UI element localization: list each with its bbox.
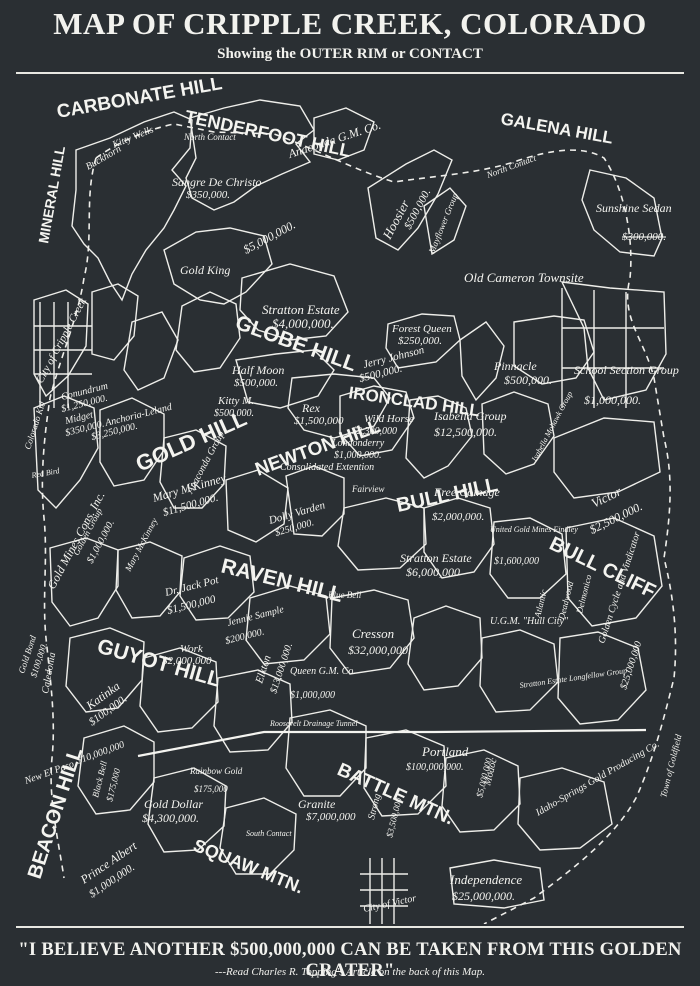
north-contact-label-2: North Contact xyxy=(484,153,537,181)
claim-elkton: Elkton xyxy=(253,653,274,685)
claim-independence: Independence xyxy=(449,872,522,887)
south-contact-label: South Contact xyxy=(246,829,292,838)
claim-buckhorn: Buckhorn xyxy=(84,144,123,173)
claim-victor: Victor xyxy=(589,483,625,511)
hill-raven: RAVEN HILL xyxy=(219,555,345,607)
claim-queen-gm: Queen G.M. Co. xyxy=(290,666,356,677)
claim-stratton-estate-2-value: $6,000,000 xyxy=(406,565,460,579)
claim-wild-horse: Wild Horse xyxy=(364,413,414,425)
claim-isabella-value: $12,500,000. xyxy=(434,425,497,439)
claim-gold-dollar: Gold Dollar xyxy=(144,797,203,811)
claim-sangre-value: $350,000. xyxy=(186,189,230,201)
contact-rim xyxy=(41,123,677,924)
claim-kitty-m-value: $500,000. xyxy=(214,408,254,419)
claim-united-gold-value: $1,600,000 xyxy=(494,556,539,567)
claim-work-value: $2,000,000 xyxy=(162,655,212,667)
drainage-tunnel-line xyxy=(137,728,647,758)
footer-note: ---Read Charles R. Topping's Article on … xyxy=(215,966,485,978)
claim-fairview: Fairview xyxy=(351,484,385,494)
claim-sunshine: Sunshine Sedan xyxy=(596,201,672,215)
claim-forest-queen: Forest Queen xyxy=(391,323,452,335)
claim-portland: Portland xyxy=(421,744,469,759)
red-bird-label: Red Bird xyxy=(30,466,61,480)
claim-kitty-m: Kitty M. xyxy=(217,395,254,407)
claim-idaho-springs: Idaho-Springs Gold Producing Co. xyxy=(533,739,661,819)
map-header: MAP OF CRIPPLE CREEK, COLORADO Showing t… xyxy=(0,0,700,74)
claim-stratton-estate-2: Stratton Estate xyxy=(400,551,472,565)
claim-strong: Strong xyxy=(366,793,383,821)
map-title: MAP OF CRIPPLE CREEK, COLORADO xyxy=(53,6,647,41)
claim-granite: Granite xyxy=(298,797,336,811)
claim-londonderry-value: $1,000,000. xyxy=(334,450,382,461)
claim-sunshine-value: $300,000. xyxy=(622,231,666,243)
claim-pinnacle: Pinnacle xyxy=(493,359,537,373)
claim-gold-king: Gold King xyxy=(180,263,230,277)
claim-sangre: Sangre De Christo xyxy=(172,175,262,189)
claim-rainbow-gold: Rainbow Gold xyxy=(189,766,243,776)
claim-free-coinage-value: $2,000,000. xyxy=(432,511,484,523)
claim-cresson: Cresson xyxy=(352,626,394,641)
claim-jennie-sample: Jennie Sample xyxy=(226,604,286,629)
claim-cresson-value: $32,000,000. xyxy=(348,643,411,657)
claim-united-gold: United Gold Mines Findley xyxy=(490,525,578,534)
footer-rule xyxy=(16,926,684,928)
claim-delmonico: Delmonico xyxy=(574,573,594,615)
claim-portland-value: $100,000,000. xyxy=(406,762,464,773)
claim-school-section: School Section Group xyxy=(574,363,679,377)
claim-rainbow-gold-value: $175,000 xyxy=(194,784,228,794)
claims-map: CARBONATE HILL MINERAL HILL TENDERFOOT H… xyxy=(16,78,684,924)
claim-queen-gm-value: $1,000,000 xyxy=(290,690,335,701)
claim-ugm-hull-city: U.G.M. "Hull City" xyxy=(490,616,569,627)
hill-squaw-mtn: SQUAW MTN. xyxy=(191,835,307,897)
claim-labels: Kitty Wells Buckhorn Sangre De Christo $… xyxy=(16,118,678,903)
claim-granite-value: $7,000,000 xyxy=(306,811,356,823)
claim-wild-horse-value: $2,300,000 xyxy=(352,426,397,437)
claim-independence-value: $25,000,000. xyxy=(452,889,515,903)
claim-boundaries xyxy=(33,99,667,924)
claim-black-bell-value: $175,000 xyxy=(104,767,122,803)
claim-school-section-value: $1,000,000. xyxy=(584,393,641,407)
claim-strong-value: $3,500,000 xyxy=(384,796,404,838)
map-subtitle: Showing the OUTER RIM or CONTACT xyxy=(217,46,483,62)
claim-consolidated-extention: Consolidated Extention xyxy=(280,462,374,473)
big-value: $5,000,000. xyxy=(241,218,298,257)
claim-londonderry: Londonderry xyxy=(331,438,385,449)
claim-stratton-longfellow: Stratton Estate Longfellow Group xyxy=(519,666,628,690)
claim-rex-value: $1,500,000 xyxy=(294,415,344,427)
claim-deadwood: Deadwood xyxy=(556,580,576,622)
claim-atlantic: Atlantic xyxy=(532,588,549,619)
footer-quote: "I BELIEVE ANOTHER $500,000,000 CAN BE T… xyxy=(18,940,682,981)
claim-free-coinage: Free Coinage xyxy=(433,485,501,499)
claim-work: Work xyxy=(180,643,204,655)
city-cripple-creek-label: City of Cripple Creek xyxy=(34,295,90,385)
claim-blue-bell: Blue Bell xyxy=(328,590,362,600)
claim-half-moon-value: $500,000. xyxy=(234,377,278,389)
old-cameron-label: Old Cameron Townsite xyxy=(464,270,584,285)
claim-pinnacle-value: $500,000. xyxy=(504,373,552,387)
claim-forest-queen-value: $250,000. xyxy=(398,335,442,347)
hill-mineral: MINERAL HILL xyxy=(35,144,68,244)
claim-jennie-sample-value: $200,000. xyxy=(224,627,265,647)
claim-stratton-estate-1: Stratton Estate xyxy=(262,302,340,317)
claim-golden-cycle-value: $25,000,000 xyxy=(618,640,644,691)
tunnel-label: Roosevelt Drainage Tunnel xyxy=(269,719,358,728)
claim-stratton-estate-1-value: $4,000,000. xyxy=(272,316,334,331)
claim-gold-dollar-value: $4,300,000. xyxy=(142,811,199,825)
header-rule xyxy=(16,72,684,74)
claim-isabella: Isabella Group xyxy=(433,409,507,423)
claim-isabella-mohawk: Isabella Mohawk Group xyxy=(529,390,574,464)
goldfield-label: Town of Goldfield xyxy=(658,733,683,799)
claim-rex: Rex xyxy=(301,401,321,415)
claim-mary-mckinney-small: Mary McKinney xyxy=(122,516,159,573)
north-contact-label-1: North Contact xyxy=(183,132,236,142)
claim-half-moon: Half Moon xyxy=(231,363,284,377)
hill-galena: GALENA HILL xyxy=(499,109,614,147)
